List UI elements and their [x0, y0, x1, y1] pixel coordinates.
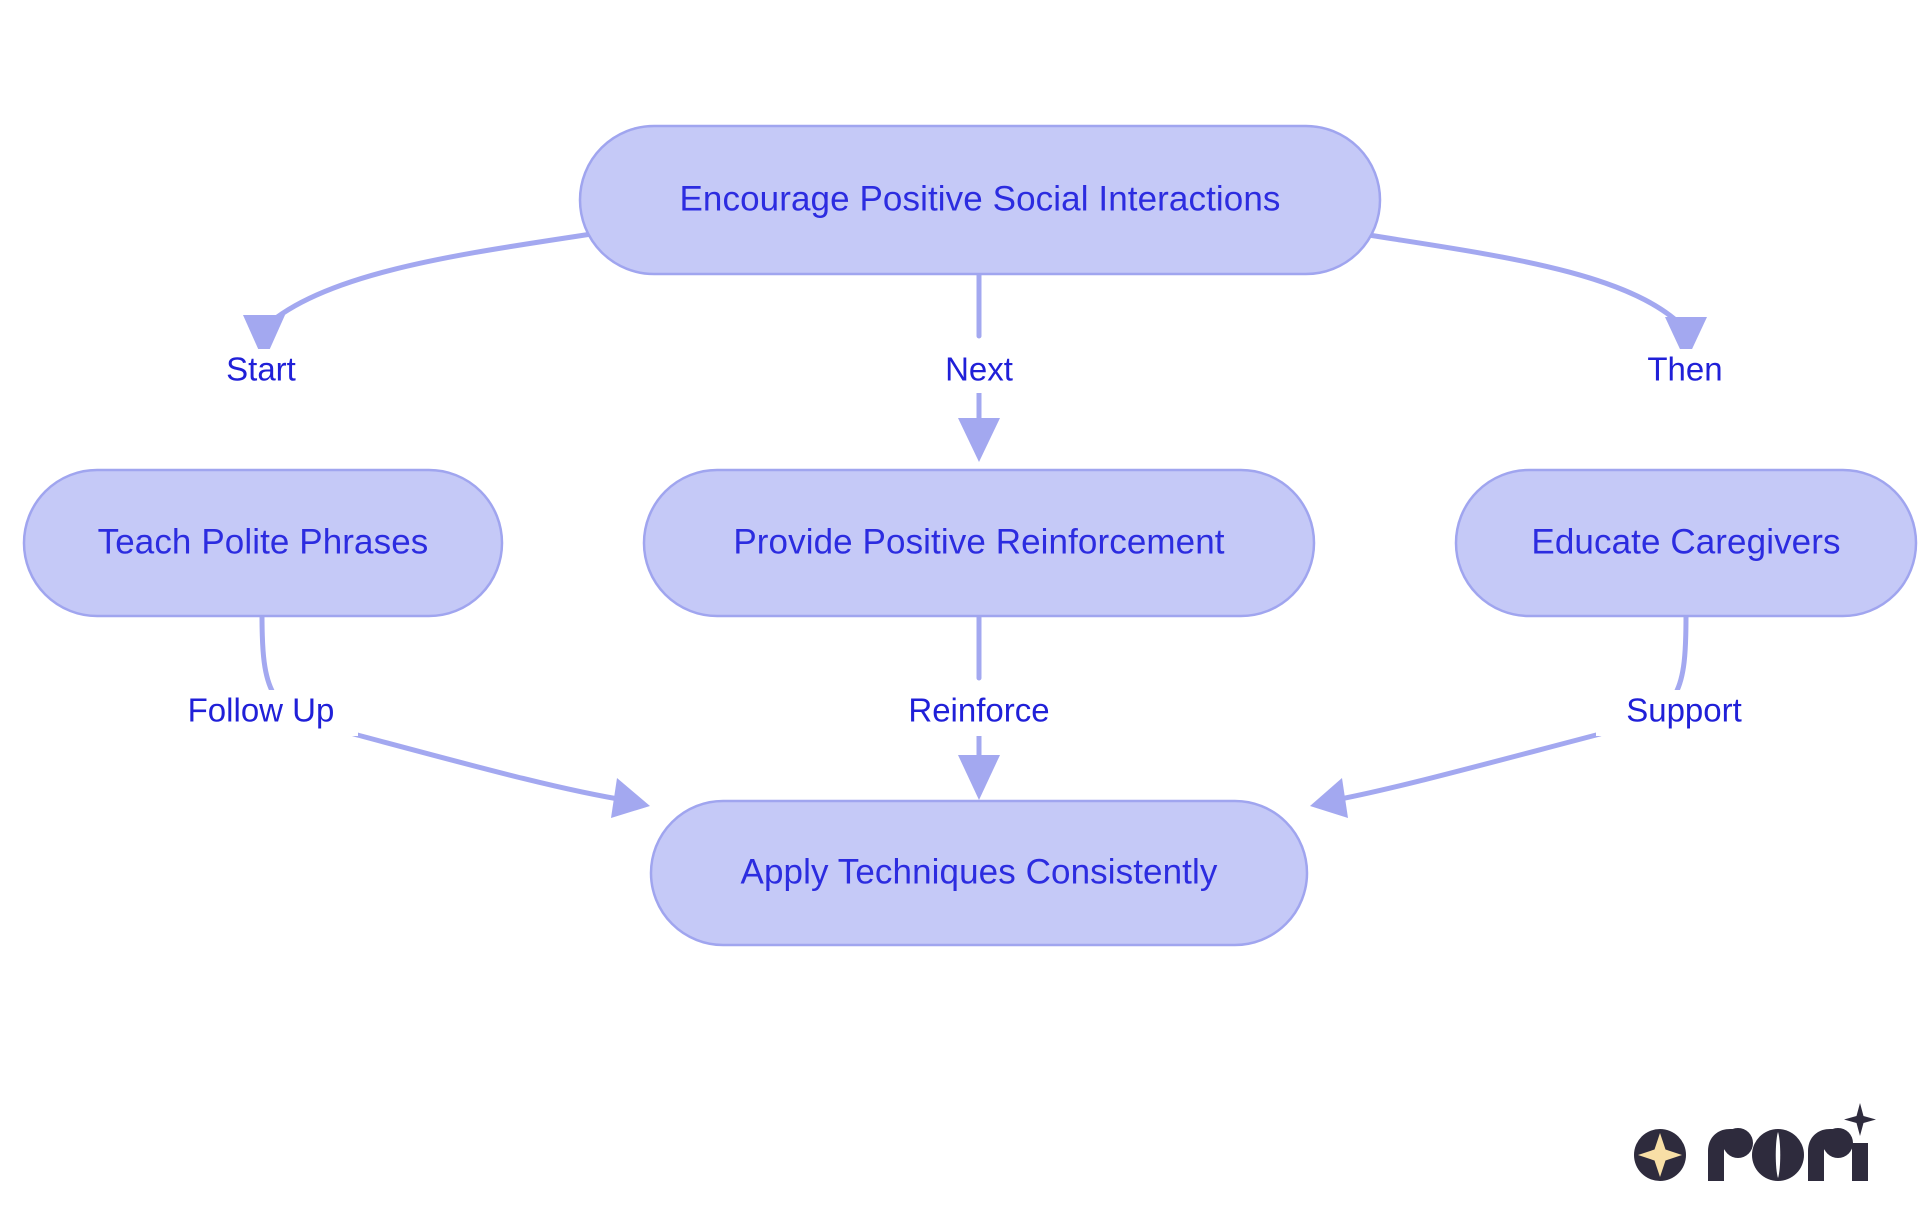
- node-label-reinforce: Provide Positive Reinforcement: [733, 522, 1224, 561]
- logo-wordmark: [1708, 1103, 1876, 1181]
- node-apply-techniques-consistently[interactable]: Apply Techniques Consistently: [649, 799, 1309, 947]
- edge-label-support-group: Support: [1596, 690, 1766, 736]
- node-educate-caregivers[interactable]: Educate Caregivers: [1454, 468, 1918, 618]
- edge-path-support-2: [1327, 731, 1603, 804]
- logo-letter-r1-dot: [1723, 1128, 1753, 1158]
- arrowhead-reinforce: [958, 755, 1000, 800]
- edge-label-then: Then: [1647, 351, 1722, 388]
- arrowhead-support: [1310, 778, 1348, 818]
- node-label-educate: Educate Caregivers: [1531, 522, 1840, 561]
- arrowhead-next: [958, 418, 1000, 462]
- node-shape-root[interactable]: [578, 124, 1382, 276]
- logo-letter-i-sparkle-icon: [1844, 1103, 1876, 1136]
- node-shape-reinforce[interactable]: [642, 468, 1316, 618]
- edge-label-start: Start: [226, 351, 296, 388]
- edge-root-to-teach: [243, 221, 655, 362]
- node-shape-educate[interactable]: [1454, 468, 1918, 618]
- logo-letter-r2-dot: [1823, 1128, 1853, 1158]
- edge-label-next-group: Next: [932, 349, 1028, 393]
- edge-label-reinforce-group: Reinforce: [884, 690, 1076, 736]
- arrowhead-start: [243, 315, 285, 362]
- node-label-apply: Apply Techniques Consistently: [741, 852, 1218, 891]
- rori-logo: [1634, 1103, 1876, 1181]
- edge-reinforce-to-apply: [958, 612, 1000, 800]
- edge-label-followup-group: Follow Up: [168, 690, 358, 736]
- edge-label-reinforce-backdrop: [884, 690, 1076, 736]
- edge-label-follow-up: Follow Up: [188, 692, 335, 729]
- edge-path-followup-2: [347, 730, 633, 804]
- logo-letter-o-slit: [1775, 1132, 1781, 1178]
- node-label-root: Encourage Positive Social Interactions: [679, 179, 1280, 218]
- arrowhead-followup: [611, 778, 650, 818]
- edge-label-reinforce: Reinforce: [908, 692, 1049, 729]
- edge-label-then-backdrop: [1634, 349, 1736, 393]
- node-shape-apply[interactable]: [649, 799, 1309, 947]
- edge-label-start-group: Start: [208, 349, 312, 393]
- edge-label-followup-backdrop: [168, 690, 358, 736]
- edge-label-next-backdrop: [932, 349, 1028, 393]
- edge-label-support-backdrop: [1596, 690, 1766, 736]
- edge-label-next: Next: [945, 351, 1013, 388]
- node-shape-teach[interactable]: [22, 468, 504, 618]
- arrowhead-then: [1665, 317, 1707, 362]
- logo-letter-i-stem: [1852, 1143, 1868, 1181]
- edge-label-then-group: Then: [1634, 349, 1736, 393]
- logo-sparkle-icon: [1638, 1133, 1682, 1177]
- node-teach-polite-phrases[interactable]: Teach Polite Phrases: [22, 468, 504, 618]
- logo-star-badge-icon: [1634, 1129, 1686, 1181]
- node-label-teach: Teach Polite Phrases: [98, 522, 429, 561]
- node-provide-positive-reinforcement[interactable]: Provide Positive Reinforcement: [642, 468, 1316, 618]
- node-encourage-positive-social-interactions[interactable]: Encourage Positive Social Interactions: [578, 124, 1382, 276]
- edge-label-start-backdrop: [208, 349, 312, 393]
- edge-label-support: Support: [1626, 692, 1742, 729]
